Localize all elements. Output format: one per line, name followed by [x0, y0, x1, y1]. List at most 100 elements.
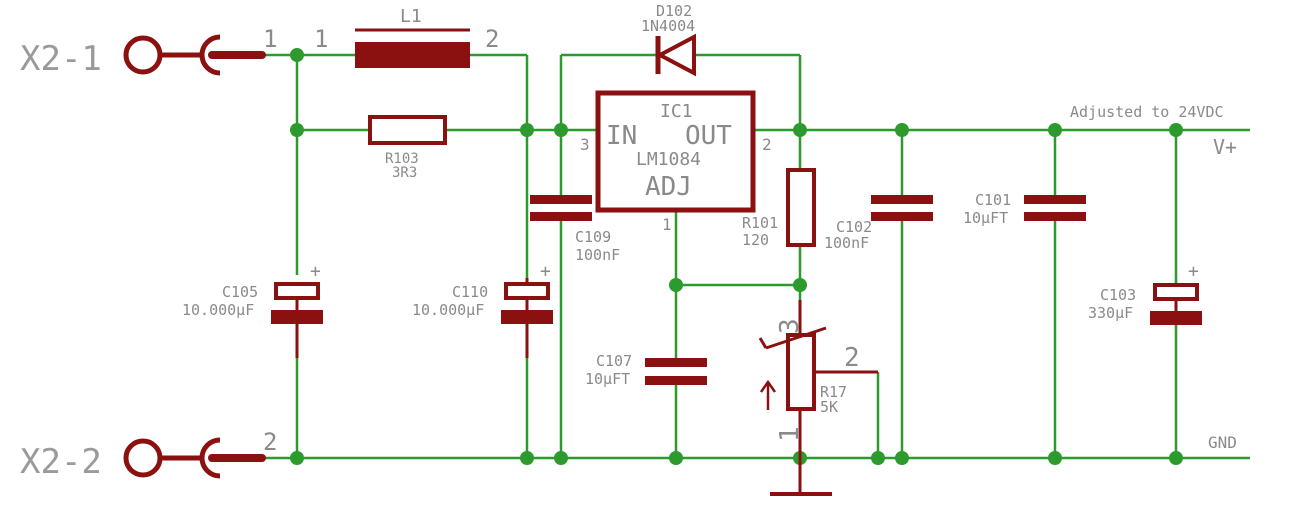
- diode-name: D102: [656, 2, 692, 20]
- capacitor-value: 10.000µF: [182, 301, 254, 319]
- junction-dot: [669, 278, 683, 292]
- capacitor-name: C110: [452, 283, 488, 301]
- junction-dot: [793, 278, 807, 292]
- resistor-body-icon: [368, 115, 447, 145]
- capacitor-plate-negative-icon: [271, 310, 323, 324]
- net-label-vplus: V+: [1213, 135, 1237, 159]
- potentiometer-pin-1: 1: [775, 426, 805, 442]
- capacitor-value: 100nF: [824, 234, 869, 252]
- inductor-pin-2: 2: [485, 25, 499, 53]
- resistor-name: R101: [742, 214, 778, 232]
- capacitor-value: 100nF: [575, 246, 620, 264]
- capacitor-name: C105: [222, 283, 258, 301]
- junction-dot: [290, 123, 304, 137]
- capacitor-value: 330µF: [1088, 304, 1133, 322]
- terminal-circle-icon: [123, 438, 163, 478]
- connector-name: X2-1: [20, 39, 102, 79]
- capacitor-plate-icon: [1024, 212, 1086, 221]
- junctions: [290, 48, 1183, 465]
- capacitor-name: C109: [575, 228, 611, 246]
- ic-name: IC1: [660, 101, 693, 122]
- ic-pin-number-adj: 1: [662, 215, 672, 234]
- capacitor-name: C101: [975, 191, 1011, 209]
- capacitor-name: C103: [1100, 286, 1136, 304]
- junction-dot: [669, 451, 683, 465]
- connector-name: X2-2: [20, 442, 102, 482]
- capacitor-name: C102: [836, 218, 872, 236]
- ic-pin-in-label: IN: [606, 121, 637, 151]
- resistor-value: 3R3: [392, 165, 417, 181]
- capacitor-plate-positive-icon: [1153, 283, 1199, 301]
- net-label-gnd: GND: [1208, 433, 1237, 452]
- terminal-circle-icon: [123, 35, 163, 75]
- junction-dot: [520, 451, 534, 465]
- socket-icon: [199, 34, 221, 76]
- resistor-r101: R101 120: [742, 168, 816, 249]
- junction-dot: [793, 123, 807, 137]
- capacitor-c101: C101 10µFT: [963, 191, 1086, 227]
- junction-dot: [895, 451, 909, 465]
- regulator-ic1: IC1 IN OUT LM1084 ADJ 3 2 1: [580, 90, 772, 234]
- capacitor-name: C107: [596, 352, 632, 370]
- capacitor-c103: + C103 330µF: [1088, 261, 1202, 325]
- net-labels: Adjusted to 24VDC V+ GND: [1070, 103, 1237, 452]
- ic-pin-number-in: 3: [580, 135, 590, 154]
- ic-body: [595, 90, 756, 213]
- diode-d102: D102 1N4004: [641, 2, 696, 77]
- capacitor-plate-icon: [871, 212, 933, 221]
- junction-dot: [895, 123, 909, 137]
- resistor-value: 120: [742, 231, 769, 249]
- capacitor-plate-icon: [1024, 195, 1086, 204]
- output-voltage-note: Adjusted to 24VDC: [1070, 103, 1224, 121]
- polarity-plus-icon: +: [1188, 261, 1199, 282]
- potentiometer-name: R17: [820, 383, 847, 401]
- junction-dot: [554, 123, 568, 137]
- resistor-body-icon: [786, 168, 816, 247]
- junction-dot: [290, 451, 304, 465]
- potentiometer-value: 5K: [820, 398, 838, 416]
- polarity-plus-icon: +: [540, 261, 551, 282]
- junction-dot: [554, 451, 568, 465]
- inductor-pin-1: 1: [314, 25, 328, 53]
- junction-dot: [520, 123, 534, 137]
- ic-value: LM1084: [636, 149, 701, 170]
- potentiometer-pin-3: 3: [775, 318, 805, 334]
- junction-dot: [1169, 123, 1183, 137]
- capacitor-value: 10µFT: [963, 209, 1008, 227]
- capacitor-plate-negative-icon: [501, 310, 553, 324]
- junction-dot: [1048, 451, 1062, 465]
- potentiometer-pin-2: 2: [844, 343, 860, 373]
- capacitor-plate-positive-icon: [504, 282, 550, 300]
- ic-pin-adj-label: ADJ: [645, 172, 692, 202]
- inductor-l1: L1 1 2: [314, 6, 499, 68]
- wires: [262, 53, 1250, 460]
- connector-x2-2: X2-2 2: [20, 428, 277, 482]
- connector-pin-number: 1: [263, 25, 277, 53]
- capacitor-value: 10µFT: [585, 370, 630, 388]
- capacitor-c102: C102 100nF: [824, 195, 933, 252]
- diode-value: 1N4004: [641, 17, 695, 35]
- capacitor-plate-icon: [645, 376, 707, 385]
- capacitor-plate-positive-icon: [274, 282, 320, 300]
- junction-dot: [290, 48, 304, 62]
- capacitor-c107: C107 10µFT: [585, 352, 707, 388]
- diode-triangle-icon: [655, 33, 696, 77]
- junction-dot: [1169, 451, 1183, 465]
- capacitor-plate-icon: [530, 212, 592, 221]
- capacitor-value: 10.000µF: [412, 301, 484, 319]
- capacitor-plate-icon: [530, 195, 592, 204]
- inductor-name: L1: [400, 6, 422, 27]
- capacitor-c109: C109 100nF: [530, 195, 620, 264]
- connector-x2-1: X2-1 1: [20, 25, 277, 79]
- junction-dot: [871, 451, 885, 465]
- trim-slash-icon: [765, 326, 827, 350]
- capacitor-c110: + C110 10.000µF: [412, 261, 553, 358]
- potentiometer-body-icon: [786, 333, 816, 411]
- potentiometer-r17: R17 5K 2 1 3: [758, 300, 878, 496]
- resistor-name: R103: [385, 151, 419, 167]
- connector-pin-number: 2: [263, 428, 277, 456]
- resistor-r103: R103 3R3: [368, 115, 447, 181]
- inductor-body-icon: [355, 42, 470, 68]
